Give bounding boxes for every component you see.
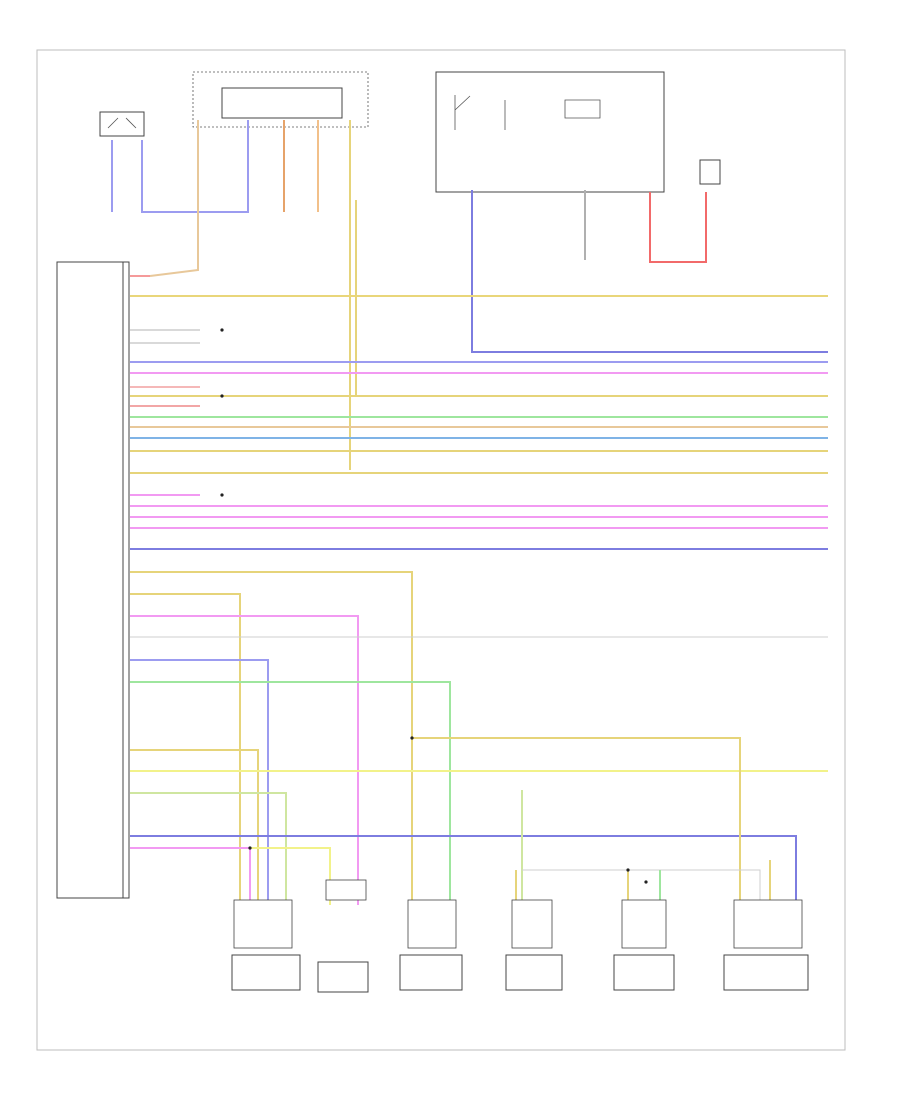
top-right-relay-box	[435, 71, 665, 193]
top-vertical-wires	[111, 120, 828, 470]
bottom-connector-2	[317, 879, 369, 993]
diagram-frame	[36, 49, 846, 1051]
splice-dots	[220, 328, 648, 884]
top-center-module	[192, 71, 369, 128]
bottom-connector-1	[231, 899, 301, 991]
signal-rows	[130, 275, 828, 550]
top-left-switch	[99, 111, 145, 137]
main-module	[56, 261, 130, 899]
bottom-connector-5	[613, 899, 675, 991]
bottom-connector-4	[505, 899, 563, 991]
top-right-fuse	[699, 159, 721, 185]
bottom-connector-3	[399, 899, 463, 991]
bottom-connector-6	[723, 899, 809, 991]
lower-wires	[130, 571, 828, 905]
